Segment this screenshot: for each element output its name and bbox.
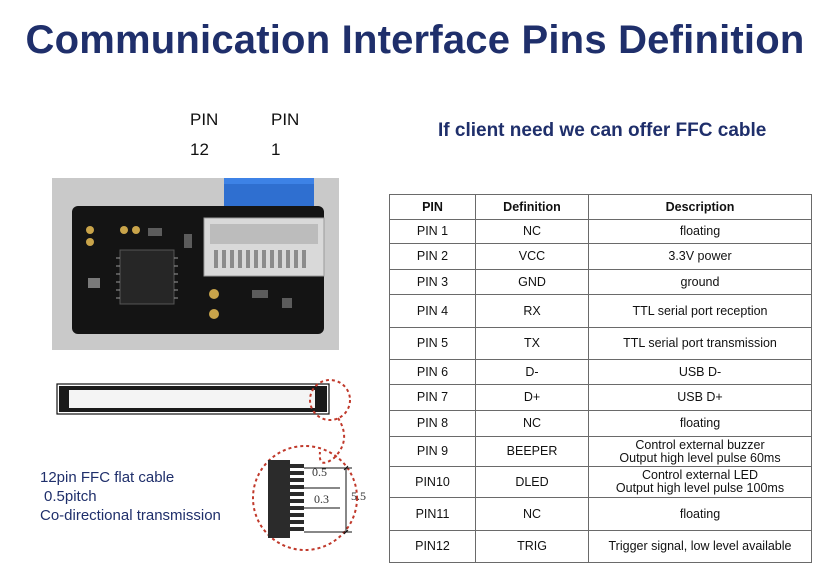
description-cell: TTL serial port transmission <box>588 327 812 360</box>
connector-detail-image <box>252 445 358 551</box>
pin-cell: PIN 8 <box>389 410 476 437</box>
pin1-number: 1 <box>271 140 281 159</box>
description-line: Control external buzzer <box>635 437 765 452</box>
pin12-label: PIN <box>190 110 219 129</box>
definition-cell: BEEPER <box>475 436 589 467</box>
pin-cell: PIN 6 <box>389 359 476 385</box>
pin-cell: PIN10 <box>389 466 476 498</box>
description-cell: 3.3V power <box>588 243 812 270</box>
cable-description: 12pin FFC flat cable 0.5pitch Co-directi… <box>40 468 221 525</box>
pin-cell: PIN 4 <box>389 294 476 328</box>
description-cell: Trigger signal, low level available <box>588 530 812 563</box>
description-cell: floating <box>588 410 812 437</box>
table-header-row: PIN Definition Description <box>389 194 812 220</box>
pin-cell: PIN 1 <box>389 219 476 244</box>
cable-desc-line1: 12pin FFC flat cable <box>40 469 175 486</box>
definition-cell: TRIG <box>475 530 589 563</box>
description-cell: floating <box>588 219 812 244</box>
description-cell: USB D+ <box>588 384 812 411</box>
pin-cell: PIN 2 <box>389 243 476 270</box>
pin-cell: PIN 9 <box>389 436 476 467</box>
description-cell: floating <box>588 497 812 531</box>
ffc-cable-note: If client need we can offer FFC cable <box>438 120 767 141</box>
pin-cell: PIN 7 <box>389 384 476 411</box>
description-line: Output high level pulse 60ms <box>619 450 781 465</box>
description-cell: USB D- <box>588 359 812 385</box>
pin-cell: PIN 3 <box>389 269 476 295</box>
gap-dimension: 0.3 <box>314 492 329 506</box>
pin12-number: 12 <box>190 140 209 159</box>
pin-cell: PIN11 <box>389 497 476 531</box>
description-line: Control external LED <box>641 468 759 482</box>
definition-cell: RX <box>475 294 589 328</box>
description-line: Output high level pulse 100ms <box>615 481 785 495</box>
definition-cell: D+ <box>475 384 589 411</box>
definition-cell: GND <box>475 269 589 295</box>
header-pin: PIN <box>389 194 476 220</box>
page-title: Communication Interface Pins Definition <box>25 18 805 62</box>
pin1-label: PIN <box>271 110 300 129</box>
definition-cell: NC <box>475 410 589 437</box>
header-definition: Definition <box>475 194 589 220</box>
width-dimension: 5.5 <box>351 489 366 503</box>
definition-cell: NC <box>475 497 589 531</box>
pin-cell: PIN 5 <box>389 327 476 360</box>
cable-desc-line2: 0.5pitch <box>44 488 97 505</box>
pin-cell: PIN12 <box>389 530 476 563</box>
definition-cell: TX <box>475 327 589 360</box>
definition-cell: D- <box>475 359 589 385</box>
ffc-cable-diagram: 0.5 0.3 5.5 <box>56 379 366 551</box>
pcb-module-image <box>52 178 339 350</box>
cable-desc-line3: Co-directional transmission <box>40 507 221 524</box>
definition-cell: VCC <box>475 243 589 270</box>
definition-cell: NC <box>475 219 589 244</box>
definition-cell: DLED <box>475 466 589 498</box>
pitch-dimension: 0.5 <box>312 465 327 479</box>
description-cell: ground <box>588 269 812 295</box>
description-cell: TTL serial port reception <box>588 294 812 328</box>
header-description: Description <box>588 194 812 220</box>
